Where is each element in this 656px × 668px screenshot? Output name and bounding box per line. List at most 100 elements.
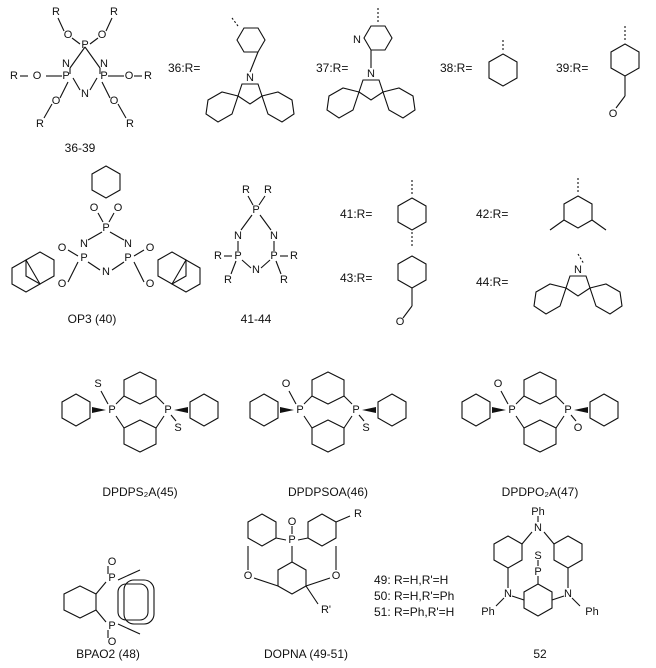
atom-n: N <box>564 588 572 600</box>
atom-r: R <box>214 250 222 262</box>
atom-p: P <box>81 39 88 51</box>
atom-p: P <box>100 70 107 82</box>
atom-n: N <box>62 58 70 70</box>
atom-n: N <box>534 522 542 534</box>
atom-o: O <box>58 242 67 254</box>
substituent-38 <box>488 40 518 87</box>
atom-p: P <box>102 222 109 234</box>
label-37: 37:R= <box>316 61 348 75</box>
atom-o: O <box>146 242 155 254</box>
atom-rp: R' <box>321 604 331 616</box>
atom-n: N <box>234 230 242 242</box>
atom-p: P <box>296 404 303 416</box>
structure-48: O P P O <box>63 556 155 648</box>
atom-r: R <box>52 6 60 18</box>
atom-o: O <box>64 29 73 41</box>
atom-n: N <box>353 34 361 46</box>
structure-47: P P O O <box>461 371 619 453</box>
caption-48: BPAO2 (48) <box>76 647 140 661</box>
atom-r: R <box>242 184 250 196</box>
atom-r: R <box>264 184 272 196</box>
atom-o: O <box>110 95 119 107</box>
atom-n: N <box>246 72 254 84</box>
sub-51: 51: R=Ph,R'=H <box>374 605 454 619</box>
atom-o: O <box>52 95 61 107</box>
atom-n: N <box>80 238 88 250</box>
atom-r: R <box>126 118 134 130</box>
label-38: 38:R= <box>440 61 472 75</box>
atom-p: P <box>252 204 259 216</box>
structure-52: Ph N S P N N Ph Ph <box>481 506 598 618</box>
caption-52: 52 <box>533 647 547 661</box>
atom-o: O <box>494 378 503 390</box>
substituent-42 <box>549 178 607 231</box>
atom-s: S <box>362 422 369 434</box>
atom-o: O <box>58 278 67 290</box>
substituent-41 <box>397 180 427 248</box>
structure-49-51: O P R O O R' 49: R=H,R'=H 50: R=H,R'=Ph … <box>244 508 455 619</box>
structure-40: O O P N N P P N O O O O <box>11 165 201 293</box>
substituent-39: O <box>609 26 640 120</box>
atom-o: O <box>609 108 618 120</box>
substituent-43: O <box>396 255 427 328</box>
atom-o: O <box>98 29 107 41</box>
atom-s: S <box>174 422 181 434</box>
atom-p: P <box>62 70 69 82</box>
atom-o: O <box>574 422 583 434</box>
atom-n: N <box>574 264 582 276</box>
caption-47: DPDPO₂A(47) <box>502 485 579 499</box>
atom-o: O <box>332 570 341 582</box>
atom-o: O <box>108 556 117 568</box>
label-41: 41:R= <box>340 207 372 221</box>
caption-36-39: 36-39 <box>65 141 96 155</box>
atom-p: P <box>534 566 541 578</box>
atom-p: P <box>108 404 115 416</box>
atom-n: N <box>100 58 108 70</box>
atom-o: O <box>33 70 42 82</box>
caption-40: OP3 (40) <box>68 312 117 326</box>
structure-36-39: P N N P P N O O R R O O R R O O R R <box>10 6 152 130</box>
structure-41-44: P N N P P N R R R R R R <box>214 184 298 286</box>
atom-o: O <box>244 570 253 582</box>
atom-p: P <box>108 572 115 584</box>
atom-p: P <box>270 250 277 262</box>
atom-o: O <box>146 278 155 290</box>
atom-n: N <box>270 230 278 242</box>
atom-p: P <box>164 404 171 416</box>
atom-r: R <box>280 274 288 286</box>
atom-p: P <box>124 252 131 264</box>
atom-r: R <box>110 6 118 18</box>
sub-49: 49: R=H,R'=H <box>374 573 448 587</box>
atom-p: P <box>108 620 115 632</box>
atom-p: P <box>352 404 359 416</box>
sub-50: 50: R=H,R'=Ph <box>374 589 454 603</box>
atom-s: S <box>534 550 541 562</box>
atom-p: P <box>234 250 241 262</box>
label-39: 39:R= <box>556 61 588 75</box>
caption-41-44: 41-44 <box>241 312 272 326</box>
substituent-37: N N <box>326 8 416 119</box>
substituent-36: N <box>205 17 295 123</box>
atom-o: O <box>396 316 405 328</box>
structure-46: P P O S <box>249 371 407 453</box>
atom-p: P <box>508 404 515 416</box>
label-44: 44:R= <box>476 275 508 289</box>
atom-p: P <box>564 404 571 416</box>
label-43: 43:R= <box>340 271 372 285</box>
structure-45: P P S S <box>61 371 219 453</box>
atom-n: N <box>81 88 89 100</box>
atom-o: O <box>288 516 297 528</box>
atom-p: P <box>80 252 87 264</box>
atom-o: O <box>282 378 291 390</box>
atom-r: R <box>36 118 44 130</box>
substituent-44: N <box>533 253 623 315</box>
atom-o: O <box>108 636 117 648</box>
atom-ph: Ph <box>531 506 544 518</box>
caption-49-51: DOPNA (49-51) <box>264 647 348 661</box>
atom-r: R <box>224 274 232 286</box>
label-36: 36:R= <box>168 61 200 75</box>
atom-n: N <box>504 588 512 600</box>
caption-46: DPDPSOA(46) <box>288 485 368 499</box>
atom-r: R <box>10 70 18 82</box>
